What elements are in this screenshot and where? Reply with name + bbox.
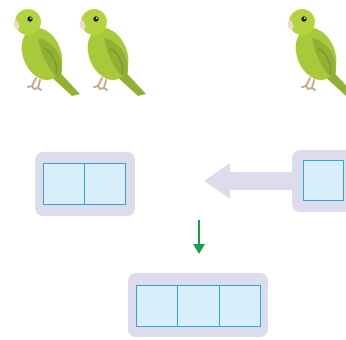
left-arrow-icon xyxy=(204,163,296,199)
answer-cell[interactable] xyxy=(178,286,220,326)
parakeet-icon xyxy=(8,4,84,98)
one-cell-answer-box[interactable] xyxy=(303,160,344,201)
parakeet-icon xyxy=(282,4,346,98)
two-cell-answer-box[interactable] xyxy=(43,163,126,205)
answer-cell[interactable] xyxy=(304,161,343,200)
answer-cell[interactable] xyxy=(85,164,125,204)
down-arrow-icon xyxy=(193,220,205,254)
parakeet-icon xyxy=(74,4,150,98)
answer-cell[interactable] xyxy=(137,286,179,326)
answer-cell[interactable] xyxy=(220,286,260,326)
answer-cell[interactable] xyxy=(44,164,85,204)
three-cell-answer-box[interactable] xyxy=(136,285,261,327)
